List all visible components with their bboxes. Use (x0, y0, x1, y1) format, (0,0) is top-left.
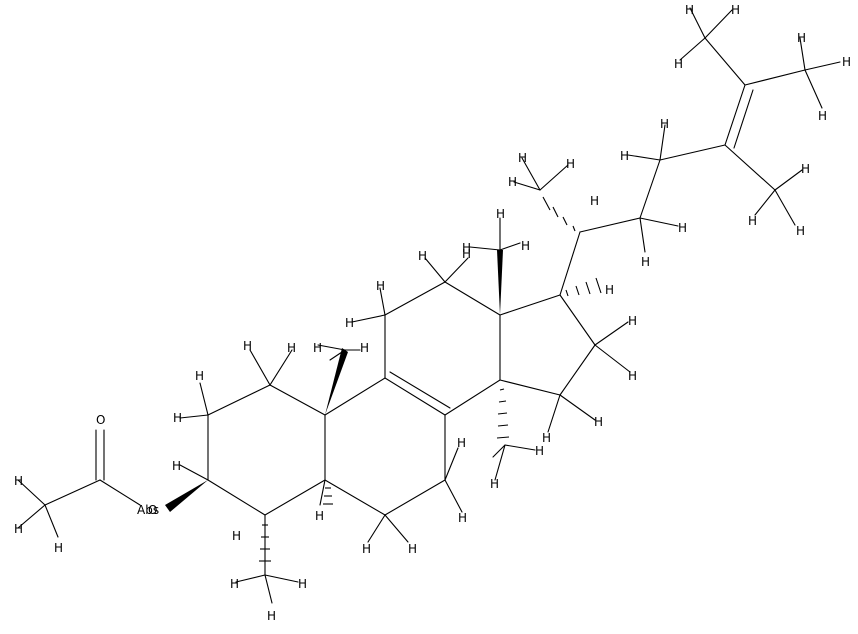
bond-layer (17, 7, 841, 604)
h-label: H (620, 149, 629, 163)
h-label: H (628, 314, 637, 328)
ester-oxygen-label: O (148, 503, 157, 517)
h-label: H (496, 207, 505, 221)
h-label: H (54, 541, 63, 555)
h-label: H (462, 241, 471, 255)
h-label: H (818, 109, 827, 123)
h-label: H (298, 577, 307, 591)
abs-stereo-label: Abs (137, 503, 159, 517)
h-label: H (605, 283, 614, 297)
h-label: H (674, 57, 683, 71)
h-label: H (232, 529, 241, 543)
h-label: H (457, 436, 466, 450)
h-label: H (641, 255, 650, 269)
h-label: H (315, 509, 324, 523)
h-label: H (418, 249, 427, 263)
h-label: H (842, 55, 851, 69)
h-label: H (362, 542, 371, 556)
h-label: H (172, 459, 181, 473)
h-label: H (796, 224, 805, 238)
h-label: H (628, 369, 637, 383)
h-label: H (521, 239, 530, 253)
h-label: H (195, 369, 204, 383)
h-label: H (345, 316, 354, 330)
h-label: H (535, 444, 544, 458)
carbonyl-oxygen-label: O (96, 413, 105, 427)
h-label: H (748, 214, 757, 228)
h-label: H (287, 341, 296, 355)
h-label: H (173, 411, 182, 425)
h-label: H (566, 157, 575, 171)
stereo-bond-layer (165, 196, 602, 562)
h-label: H (14, 474, 23, 488)
h-label: H (490, 477, 499, 491)
h-label: H (590, 194, 599, 208)
h-label: H (518, 151, 527, 165)
hashed-bonds (259, 196, 602, 562)
h-label: H (360, 341, 369, 355)
h-label: H (458, 511, 467, 525)
h-label: H (243, 339, 252, 353)
h-label: H (230, 577, 239, 591)
h-label: H (14, 522, 23, 536)
h-label: H (313, 341, 322, 355)
h-label: H (376, 279, 385, 293)
h-label: H (731, 3, 740, 17)
h-label: H (797, 31, 806, 45)
h-label: H (408, 542, 417, 556)
h-label: H (801, 162, 810, 176)
h-label: H (542, 431, 551, 445)
h-label: H (685, 3, 694, 17)
h-label: H (660, 117, 669, 131)
h-label: H (267, 609, 276, 623)
h-label: H (508, 175, 517, 189)
h-label: H (462, 247, 471, 261)
h-label: H (594, 415, 603, 429)
h-label: H (678, 221, 687, 235)
